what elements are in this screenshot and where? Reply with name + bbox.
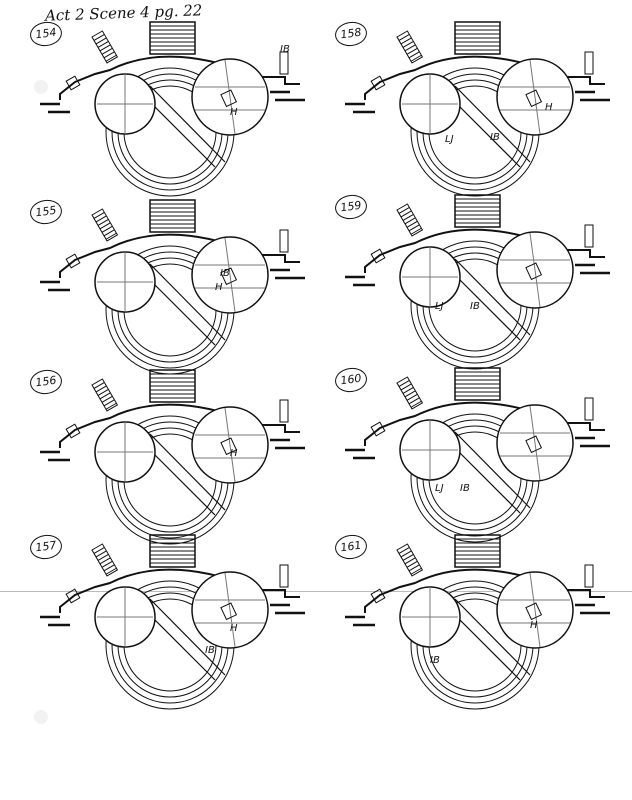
- side-stairs: [396, 543, 424, 577]
- actor-label: LJ: [435, 483, 444, 494]
- actor-label: H: [230, 448, 238, 459]
- actor-label: H: [230, 623, 238, 634]
- side-stairs: [91, 30, 119, 64]
- stage-plan: [40, 534, 305, 710]
- side-stairs: [396, 203, 424, 237]
- upstage-stairs: [149, 21, 196, 55]
- actor-label: IB: [430, 655, 440, 666]
- actor-label: H: [215, 282, 223, 293]
- stage-plan: [345, 194, 610, 370]
- actor-label: IB: [220, 268, 230, 279]
- side-stairs: [396, 376, 424, 410]
- stage-plan: [40, 199, 305, 375]
- actor-label: IB: [460, 483, 470, 494]
- actor-label: LJ: [445, 134, 454, 145]
- actor-label: LJ: [435, 301, 444, 312]
- side-stairs: [91, 208, 119, 242]
- actor-label: IB: [205, 645, 215, 656]
- upstage-stairs: [454, 534, 501, 568]
- side-stairs: [91, 543, 119, 577]
- stage-plan: [345, 21, 610, 197]
- upstage-stairs: [149, 199, 196, 233]
- stage-plan: [40, 369, 305, 545]
- binder-hole: [34, 710, 48, 724]
- actor-label: H: [530, 620, 538, 631]
- scan-fold-line: [0, 591, 632, 592]
- actor-label: IB: [280, 44, 290, 55]
- upstage-stairs: [454, 21, 501, 55]
- upstage-stairs: [149, 534, 196, 568]
- side-stairs: [396, 30, 424, 64]
- upstage-stairs: [454, 194, 501, 228]
- upstage-stairs: [454, 367, 501, 401]
- actor-label: IB: [470, 301, 480, 312]
- actor-label: H: [230, 107, 238, 118]
- binder-hole: [34, 80, 48, 94]
- side-stairs: [91, 378, 119, 412]
- actor-label: H: [545, 102, 553, 113]
- stage-plan: [345, 367, 610, 543]
- stage-plan: [40, 21, 305, 197]
- stage-plan: [345, 534, 610, 710]
- actor-label: IB: [490, 132, 500, 143]
- upstage-stairs: [149, 369, 196, 403]
